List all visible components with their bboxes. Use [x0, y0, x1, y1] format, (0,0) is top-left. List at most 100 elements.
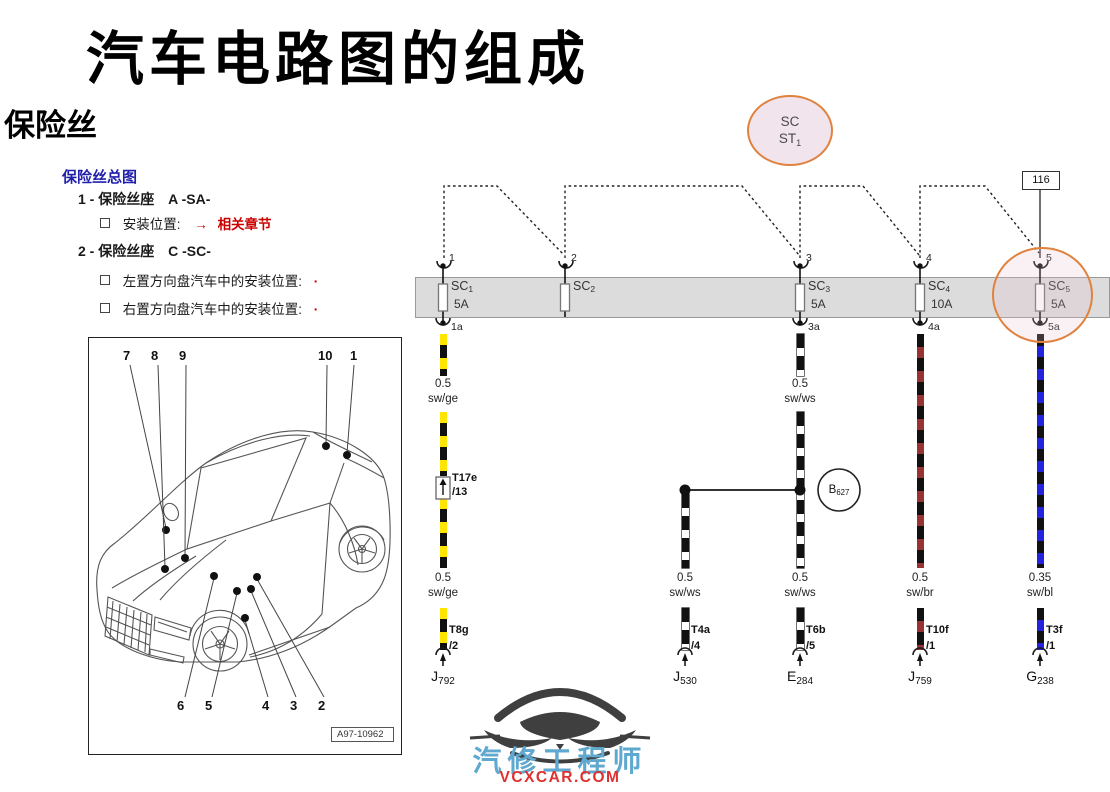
- fuse-symbols: [437, 283, 1046, 312]
- square-bullet-icon: [100, 218, 110, 228]
- note-item-1: 1 - 保险丝座 A -SA-: [78, 189, 210, 209]
- callout-lines: [129, 364, 355, 698]
- bus-label-line2: ST1: [778, 131, 802, 148]
- fuse-amps: 5A: [811, 297, 826, 311]
- end-connector-name: T6b: [806, 624, 826, 636]
- fuse-name-sc1: SC1: [451, 279, 474, 295]
- pin-out-label: 1a: [451, 321, 463, 333]
- b627-circle: [817, 468, 861, 512]
- note-item-2: 2 - 保险丝座 C -SC-: [78, 241, 211, 261]
- fuse-name-sc2: SC2: [573, 279, 596, 295]
- end-connector-pin: /5: [806, 640, 816, 652]
- top-connector-icons: [436, 260, 1049, 269]
- end-connector-pin: /4: [691, 640, 701, 652]
- note-item-1-num: 1 -: [78, 191, 95, 207]
- fuse-name-sc3: SC3: [808, 279, 831, 295]
- component-j759: J759: [908, 668, 932, 687]
- callout-10: 10: [318, 348, 333, 363]
- arrow-right-icon: →: [194, 217, 208, 232]
- inline-connector-icon: [435, 476, 451, 500]
- lhd-label: 左置方向盘汽车中的安装位置:: [122, 274, 303, 289]
- pin-out-label: 4a: [928, 321, 940, 333]
- callout-1: 1: [350, 348, 358, 363]
- wire-sc4-swbr: [916, 334, 924, 568]
- callout-6: 6: [177, 698, 185, 713]
- wire-sc4-swbr: [916, 608, 924, 650]
- page-title: 汽车电路图的组成: [86, 27, 591, 92]
- b627-label: B627: [828, 484, 850, 498]
- note-sub-left-hand-drive: 左置方向盘汽车中的安装位置: ·: [100, 270, 318, 290]
- square-bullet-icon: [100, 275, 110, 285]
- end-connector-pin: /1: [1046, 640, 1056, 652]
- sc5-highlight-circle: [992, 247, 1093, 343]
- wire-sc5-swbl: [1036, 334, 1044, 568]
- junction-b627: [679, 468, 861, 512]
- logo-car-icon: [469, 688, 651, 764]
- wire-sc1-swge: [439, 334, 447, 376]
- related-chapter-link[interactable]: 相关章节: [217, 217, 272, 232]
- end-connector-name: T3f: [1046, 624, 1063, 636]
- pin-label: 2: [571, 252, 577, 264]
- pin-label: 3: [806, 252, 812, 264]
- callout-3: 3: [290, 698, 298, 713]
- band-wires: [442, 268, 1041, 322]
- install-label: 安装位置:: [122, 217, 181, 232]
- end-connector-name: T10f: [926, 624, 949, 636]
- rhd-label: 右置方向盘汽车中的安装位置:: [122, 302, 303, 317]
- end-connector-name: T4a: [691, 624, 710, 636]
- note-item-2-num: 2 -: [78, 243, 95, 259]
- fuse-output-connector-icons: [435, 317, 1048, 326]
- wire-sc5-swbl: [1036, 608, 1044, 650]
- note-item-1-code: A -SA-: [168, 191, 211, 207]
- end-connector-icons: [435, 647, 1048, 666]
- wire-sc1-swge: [439, 608, 447, 650]
- figure-ref-label: A97-10962: [331, 727, 394, 742]
- end-connector-pin: /2: [449, 640, 459, 652]
- wire-sc3-swws: [796, 608, 804, 650]
- wire-sc1-swge: [439, 412, 447, 476]
- wire-sc3-swws: [796, 334, 804, 376]
- notes-heading: 保险丝总图: [62, 169, 138, 186]
- bus-label-oval: SC ST1: [747, 95, 833, 166]
- car-location-figure: [88, 337, 402, 755]
- watermark-brand: 汽修工程师: [472, 746, 648, 778]
- callout-2: 2: [318, 698, 326, 713]
- note-item-2-label: 保险丝座: [98, 243, 155, 259]
- component-j792: J792: [431, 668, 455, 687]
- node-116-box: 116: [1022, 171, 1060, 190]
- pin-out-label: 3a: [808, 321, 820, 333]
- inline-connector-pin: /13: [452, 486, 468, 498]
- fuse-name-sc4: SC4: [928, 279, 951, 295]
- car-line-art: [96, 430, 391, 672]
- component-j530: J530: [673, 668, 697, 687]
- note-item-2-code: C -SC-: [168, 243, 211, 259]
- bus-label-line1: SC: [780, 114, 800, 129]
- fuse-amps: 5A: [454, 297, 469, 311]
- page-subtitle: 保险丝: [4, 108, 97, 143]
- component-e284: E284: [786, 668, 814, 687]
- square-bullet-icon: [100, 303, 110, 313]
- note-sub-right-hand-drive: 右置方向盘汽车中的安装位置: ·: [100, 298, 318, 318]
- note-sub-install: 安装位置: → 相关章节: [100, 213, 272, 233]
- callout-4: 4: [262, 698, 270, 713]
- callout-8: 8: [151, 348, 159, 363]
- wire-branch-swws: [681, 494, 689, 568]
- pin-label: 1: [449, 252, 455, 264]
- wire-sc1-swge: [439, 498, 447, 568]
- fuse-amps: 10A: [931, 297, 953, 311]
- link-dot[interactable]: ·: [313, 302, 319, 317]
- callout-7: 7: [123, 348, 131, 363]
- link-dot[interactable]: ·: [313, 274, 319, 289]
- end-connector-name: T8g: [449, 624, 469, 636]
- dashed-bus-lines: [443, 185, 1040, 258]
- wire-branch-swws: [681, 608, 689, 650]
- callout-9: 9: [179, 348, 187, 363]
- callout-5: 5: [205, 698, 213, 713]
